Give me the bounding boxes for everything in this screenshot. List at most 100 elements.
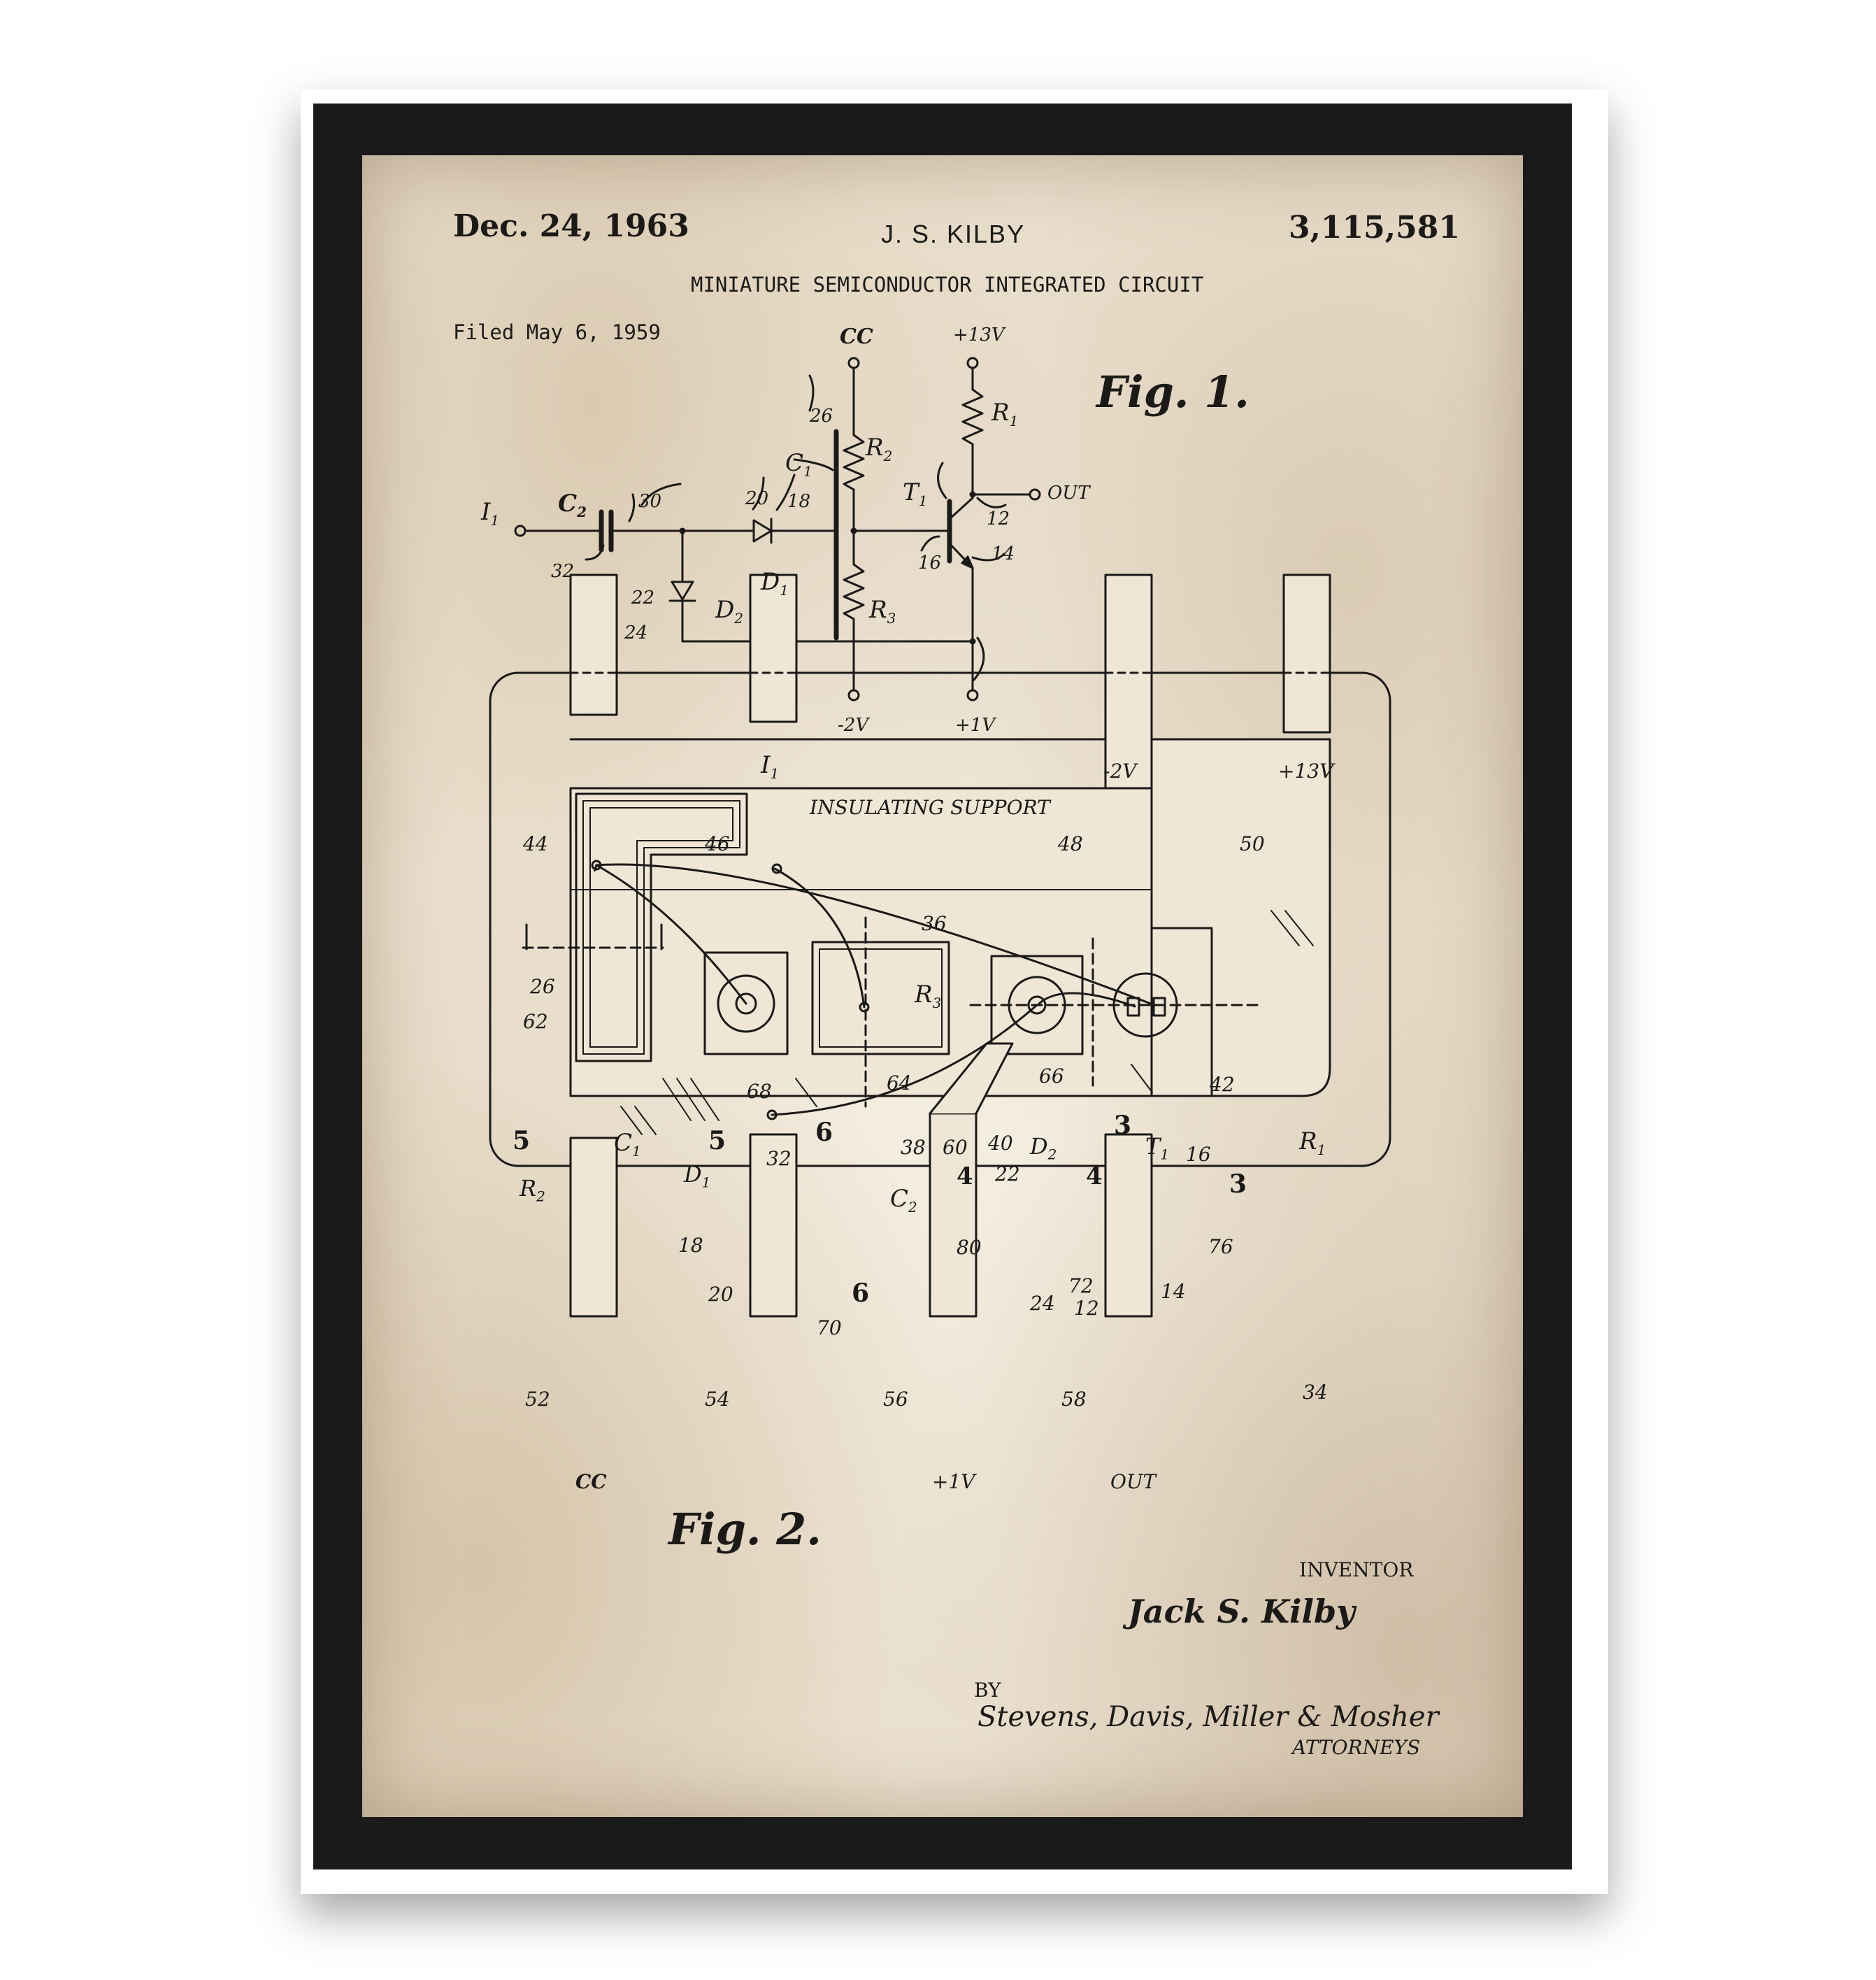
fig1-label-c2: C2 — [558, 490, 587, 520]
fig1-label-13v: +13V — [953, 325, 1005, 346]
fig2-label-20: 20 — [708, 1283, 733, 1306]
fig2-label-r2: R2 — [520, 1175, 545, 1205]
fig2-label-58: 58 — [1061, 1388, 1087, 1411]
patent-title: MINIATURE SEMICONDUCTOR INTEGRATED CIRCU… — [691, 273, 1204, 297]
patent-number: 3,115,581 — [1289, 210, 1460, 245]
fig2-label-36: 36 — [922, 912, 947, 935]
fig2-label-plus13v: +13V — [1278, 760, 1334, 783]
fig2-label-46: 46 — [705, 832, 730, 855]
fig2-label-d2: D2 — [1030, 1133, 1057, 1163]
fig2-label-c1: C1 — [614, 1129, 641, 1160]
fig1-label-d1: D1 — [761, 568, 789, 599]
fig2-label-56: 56 — [883, 1388, 908, 1411]
diode-d1-pad — [703, 951, 789, 1055]
fig2-label-4-right: 4 — [1086, 1162, 1103, 1190]
fig2-label-18: 18 — [678, 1234, 703, 1257]
fig2-label-32: 32 — [766, 1147, 792, 1170]
fig1-label-r3: R3 — [869, 596, 896, 627]
fig2-label-out: OUT — [1110, 1470, 1157, 1493]
fig2-layout — [489, 574, 1391, 1318]
inventor-short-name: J. S. KILBY — [881, 220, 1026, 248]
fig2-label-70: 70 — [817, 1316, 842, 1339]
fig2-label-r3: R3 — [915, 981, 942, 1011]
fig2-label-80: 80 — [957, 1236, 982, 1259]
fig2-label-44: 44 — [523, 832, 548, 855]
by-label: BY — [974, 1679, 1001, 1702]
capacitor-c2-pad — [811, 941, 950, 1055]
fig2-label-50: 50 — [1240, 832, 1265, 855]
fig1-label-32: 32 — [551, 561, 575, 582]
fig2-label-64: 64 — [887, 1071, 912, 1095]
patent-date: Dec. 24, 1963 — [453, 208, 689, 244]
fig2-label-plus1v: +1V — [932, 1470, 975, 1493]
fig2-label-34: 34 — [1303, 1381, 1328, 1404]
resistor-r2 — [843, 434, 865, 491]
fig2-label-t1: T1 — [1145, 1133, 1170, 1163]
fig2-label-22: 22 — [995, 1162, 1020, 1185]
patent-drawings — [489, 357, 1391, 1318]
fig1-label-18: 18 — [787, 491, 811, 512]
fig2-label-r1: R1 — [1299, 1127, 1326, 1158]
fig2-label-60: 60 — [943, 1136, 968, 1159]
inventor-signature: Jack S. Kilby — [1128, 1593, 1355, 1630]
fig1-label-14: 14 — [991, 543, 1015, 564]
fig1-label-d2: D2 — [715, 596, 743, 627]
fig2-label-i1: I1 — [761, 751, 780, 782]
fig2-label-54: 54 — [705, 1388, 730, 1411]
attorneys-label: ATTORNEYS — [1292, 1736, 1421, 1759]
fig2-label-14: 14 — [1161, 1280, 1186, 1303]
fig1-label-26: 26 — [810, 406, 833, 427]
diode-d2 — [671, 581, 694, 601]
fig1-label-t1: T1 — [903, 478, 928, 509]
fig2-label-cc: CC — [575, 1470, 607, 1493]
fig2-label-48: 48 — [1058, 832, 1083, 855]
fig2-label-76: 76 — [1208, 1235, 1233, 1258]
fig1-schematic — [514, 357, 1041, 701]
fig1-label-c1: C1 — [785, 449, 812, 480]
fig1-label-12: 12 — [987, 508, 1010, 529]
resistor-r3 — [843, 563, 865, 620]
fig1-caption: Fig. 1. — [1096, 366, 1250, 418]
fig1-label-out: OUT — [1047, 483, 1090, 504]
fig2-label-minus2v: -2V — [1103, 760, 1137, 783]
fig2-label-16: 16 — [1186, 1143, 1211, 1166]
fig2-label-5-right: 5 — [708, 1126, 726, 1155]
fig1-label-24: 24 — [624, 622, 648, 643]
fig2-label-66: 66 — [1039, 1064, 1064, 1088]
resistor-r1 — [961, 388, 984, 446]
fig1-label-minus2v: -2V — [838, 715, 869, 736]
fig2-label-3-right: 3 — [1229, 1169, 1247, 1199]
fig1-label-r2: R2 — [866, 434, 893, 464]
fig2-label-52: 52 — [525, 1388, 550, 1411]
fig1-label-30: 30 — [638, 491, 662, 512]
fig2-label-3-top: 3 — [1114, 1111, 1132, 1140]
diode-d1 — [752, 519, 773, 543]
fig1-label-i1: I1 — [481, 498, 500, 529]
fig2-label-5-left: 5 — [513, 1126, 531, 1155]
fig1-label-16: 16 — [918, 553, 942, 574]
fig2-label-40: 40 — [988, 1132, 1013, 1155]
fig1-label-cc: CC — [840, 325, 873, 349]
fig2-label-38: 38 — [901, 1136, 926, 1159]
fig2-label-26: 26 — [530, 975, 555, 998]
fig1-label-20: 20 — [745, 488, 769, 509]
attorneys-signature: Stevens, Davis, Miller & Mosher — [978, 1701, 1439, 1733]
fig1-label-plus1v: +1V — [955, 715, 996, 736]
fig2-label-72: 72 — [1068, 1274, 1094, 1297]
fig2-caption: Fig. 2. — [668, 1504, 822, 1555]
fig1-label-22: 22 — [631, 587, 655, 608]
fig2-label-12: 12 — [1074, 1297, 1099, 1320]
fig2-label-c2: C2 — [890, 1185, 917, 1216]
patent-sheet: Dec. 24, 1963 J. S. KILBY 3,115,581 MINI… — [362, 155, 1523, 1817]
fig1-label-r1: R1 — [991, 399, 1019, 429]
fig2-label-4-left: 4 — [957, 1162, 973, 1190]
fig2-label-68: 68 — [747, 1080, 772, 1103]
fig2-label-42: 42 — [1210, 1073, 1235, 1096]
fig2-label-24: 24 — [1030, 1292, 1055, 1315]
filed-date: Filed May 6, 1959 — [453, 320, 661, 344]
fig2-label-6-bottom: 6 — [852, 1279, 870, 1308]
fig2-label-d1: D1 — [684, 1161, 711, 1191]
fig2-label-6-top: 6 — [815, 1118, 833, 1147]
fig2-label-insulating-support: INSULATING SUPPORT — [810, 796, 1050, 819]
fig2-label-62: 62 — [523, 1010, 548, 1033]
